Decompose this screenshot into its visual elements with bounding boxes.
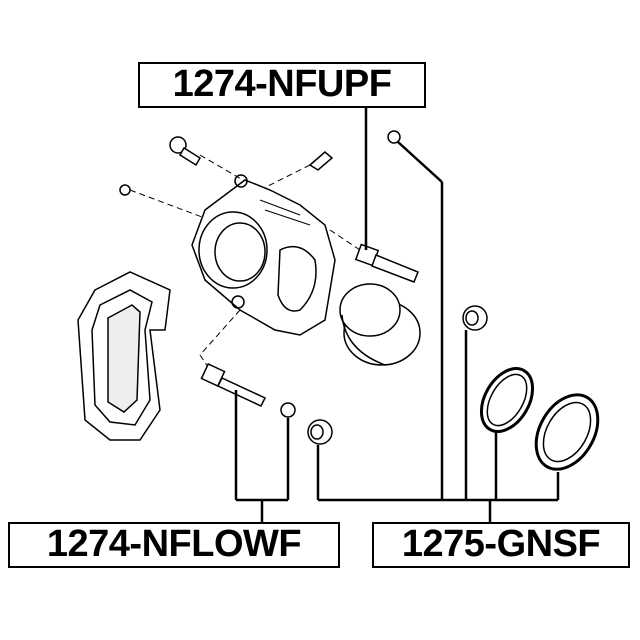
piston: [339, 283, 421, 366]
leader-lines: [234, 106, 560, 522]
assembly-axis-lines: [129, 154, 361, 371]
small-cap: [119, 184, 131, 196]
piston-seal: [479, 367, 535, 433]
label-upper-pin-kit: 1274-NFUPF: [138, 62, 426, 108]
upper-guide-pin: [354, 243, 419, 283]
dust-boot: [534, 393, 600, 471]
pin-boot-lower: [307, 419, 333, 445]
caliper-housing: [191, 174, 336, 336]
label-seal-kit: 1275-GNSF: [372, 522, 630, 568]
label-lower-pin-kit: 1274-NFLOWF: [8, 522, 340, 568]
bolt: [169, 136, 202, 167]
caliper-bracket: [77, 271, 171, 441]
lower-pin-boot: [280, 402, 296, 418]
pin-boot-right: [462, 305, 488, 331]
dust-cap-top: [387, 130, 401, 144]
lower-guide-pin: [200, 362, 267, 407]
bleeder-screw: [308, 151, 334, 171]
